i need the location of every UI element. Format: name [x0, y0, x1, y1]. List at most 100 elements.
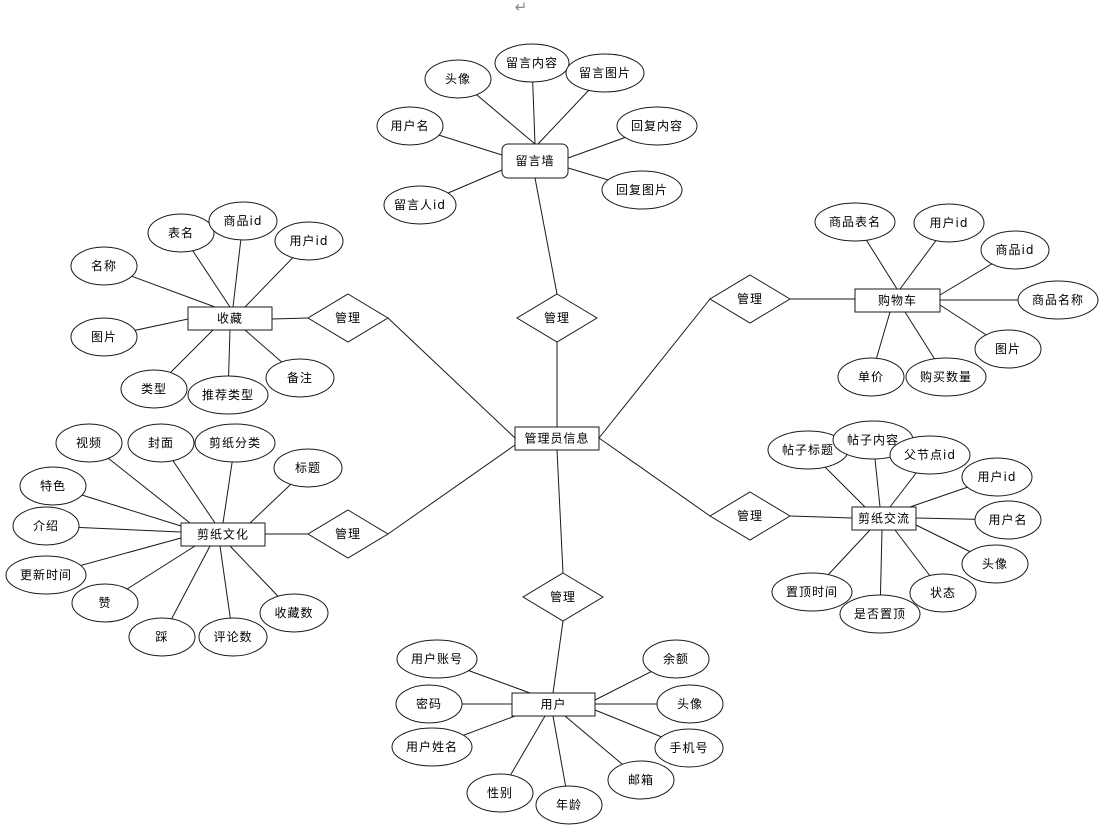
user-attribute-email: 邮箱	[607, 760, 675, 800]
relationship-label: 管理	[737, 508, 763, 523]
papercut-culture-attribute-papercut-category: 剪纸分类	[194, 423, 276, 463]
attribute-label: 邮箱	[628, 772, 654, 787]
entity-message-wall: 留言墙	[501, 143, 569, 179]
entity-user: 用户	[511, 692, 596, 717]
attribute-label: 表名	[168, 225, 194, 240]
attribute-ellipse	[395, 684, 463, 724]
attribute-label: 用户姓名	[406, 739, 458, 754]
papercut-exchange-attribute-post-title: 帖子标题	[767, 430, 849, 470]
relationship-diamond	[307, 293, 389, 343]
entity-label: 管理员信息	[524, 431, 589, 446]
favorites-attribute-type: 类型	[120, 369, 188, 409]
attribute-ellipse	[909, 573, 977, 613]
attribute-label: 名称	[91, 258, 117, 273]
attribute-label: 年龄	[556, 798, 582, 812]
attribute-label: 父节点id	[904, 448, 956, 462]
papercut-exchange-attribute-user-id: 用户id	[961, 457, 1033, 497]
attribute-label: 手机号	[669, 741, 708, 755]
relationship-diamond	[709, 274, 791, 324]
user-attribute-password: 密码	[395, 684, 463, 724]
user-attribute-balance: 余额	[642, 639, 710, 679]
attribute-ellipse	[120, 369, 188, 409]
attribute-label: 赞	[98, 596, 111, 610]
message-wall-attribute-avatar: 头像	[424, 59, 492, 99]
relationship-label: 管理	[335, 310, 361, 325]
relationship-message-wall-manage: 管理	[516, 293, 598, 343]
favorites-attribute-remark: 备注	[265, 358, 335, 398]
favorites-attribute-product-id: 商品id	[208, 201, 278, 241]
attribute-ellipse	[535, 785, 603, 825]
papercut-exchange-attribute-pin-time: 置顶时间	[771, 572, 853, 612]
attribute-label: 类型	[141, 382, 167, 396]
attribute-label: 状态	[930, 586, 956, 600]
entity-box	[514, 426, 600, 451]
shopping-cart-attribute-user-id: 用户id	[913, 203, 985, 243]
attribute-label: 性别	[487, 786, 513, 800]
favorites-attribute-recommend-type: 推荐类型	[187, 375, 269, 415]
attribute-ellipse	[466, 773, 534, 813]
attribute-ellipse	[376, 106, 444, 146]
relationship-line-shopping-cart	[598, 298, 711, 439]
shopping-cart-attribute-product-name: 商品名称	[1017, 280, 1099, 320]
attribute-label: 图片	[91, 330, 117, 344]
message-wall-attribute-username: 用户名	[376, 106, 444, 146]
relationship-user-manage: 管理	[522, 572, 604, 622]
attribute-ellipse	[607, 760, 675, 800]
papercut-exchange-attribute-avatar: 头像	[961, 544, 1029, 584]
attribute-label: 用户id	[978, 469, 1017, 484]
attribute-ellipse	[274, 221, 344, 261]
attribute-ellipse	[974, 329, 1042, 369]
attribute-ellipse	[12, 506, 80, 546]
attribute-ellipse	[1017, 280, 1099, 320]
entity-shopping-cart: 购物车	[854, 288, 941, 313]
user-attribute-phone: 手机号	[654, 728, 724, 768]
attribute-ellipse	[494, 43, 570, 83]
attribute-label: 评论数	[213, 629, 252, 644]
attribute-label: 头像	[445, 72, 471, 86]
attribute-label: 回复图片	[616, 183, 668, 197]
relationship-line-papercut-culture	[387, 444, 516, 535]
attribute-ellipse	[5, 555, 87, 595]
attribute-label: 是否置顶	[854, 607, 906, 621]
relationship-shopping-cart-manage: 管理	[709, 274, 791, 324]
attribute-ellipse	[19, 466, 87, 506]
attribute-label: 更新时间	[20, 567, 72, 582]
attribute-label: 用户名	[390, 118, 429, 133]
attribute-label: 留言图片	[579, 66, 631, 80]
attribute-label: 图片	[995, 342, 1021, 356]
entity-box	[511, 692, 596, 717]
papercut-exchange-attribute-is-pinned: 是否置顶	[839, 594, 921, 634]
attribute-ellipse	[616, 106, 698, 146]
entity-admin-info: 管理员信息	[514, 426, 600, 451]
attribute-label: 留言内容	[506, 55, 558, 70]
shopping-cart-attribute-unit-price: 单价	[837, 357, 905, 397]
attribute-ellipse	[424, 59, 492, 99]
papercut-culture-attribute-favorite-count: 收藏数	[259, 593, 329, 633]
user-attribute-avatar: 头像	[656, 684, 724, 724]
entity-label: 留言墙	[515, 154, 554, 168]
relationship-line-user	[556, 449, 564, 574]
entity-label: 购物车	[878, 293, 917, 308]
relationship-line-papercut-exchange	[598, 437, 711, 517]
message-wall-attribute-reply-content: 回复内容	[616, 106, 698, 146]
attribute-ellipses: 头像留言内容留言图片用户名回复内容留言人id回复图片名称表名商品id用户id图片…	[5, 43, 1099, 825]
attribute-ellipse	[961, 457, 1033, 497]
attribute-ellipse	[383, 185, 457, 225]
entity-box	[851, 506, 917, 531]
papercut-culture-attribute-video: 视频	[55, 423, 123, 463]
papercut-culture-attribute-comment-count: 评论数	[198, 617, 268, 657]
relationship-diamond	[709, 491, 791, 541]
attribute-label: 购买数量	[920, 369, 972, 384]
relationship-diamond	[307, 509, 389, 559]
entity-box	[854, 288, 941, 313]
favorites-attribute-user-id: 用户id	[274, 221, 344, 261]
attribute-ellipse	[642, 639, 710, 679]
attribute-ellipse	[814, 202, 896, 242]
attribute-label: 介绍	[33, 519, 59, 533]
relationship-diamond	[522, 572, 604, 622]
papercut-culture-attribute-feature: 特色	[19, 466, 87, 506]
relationship-label: 管理	[544, 310, 570, 325]
message-wall-attribute-reply-image: 回复图片	[601, 170, 683, 210]
